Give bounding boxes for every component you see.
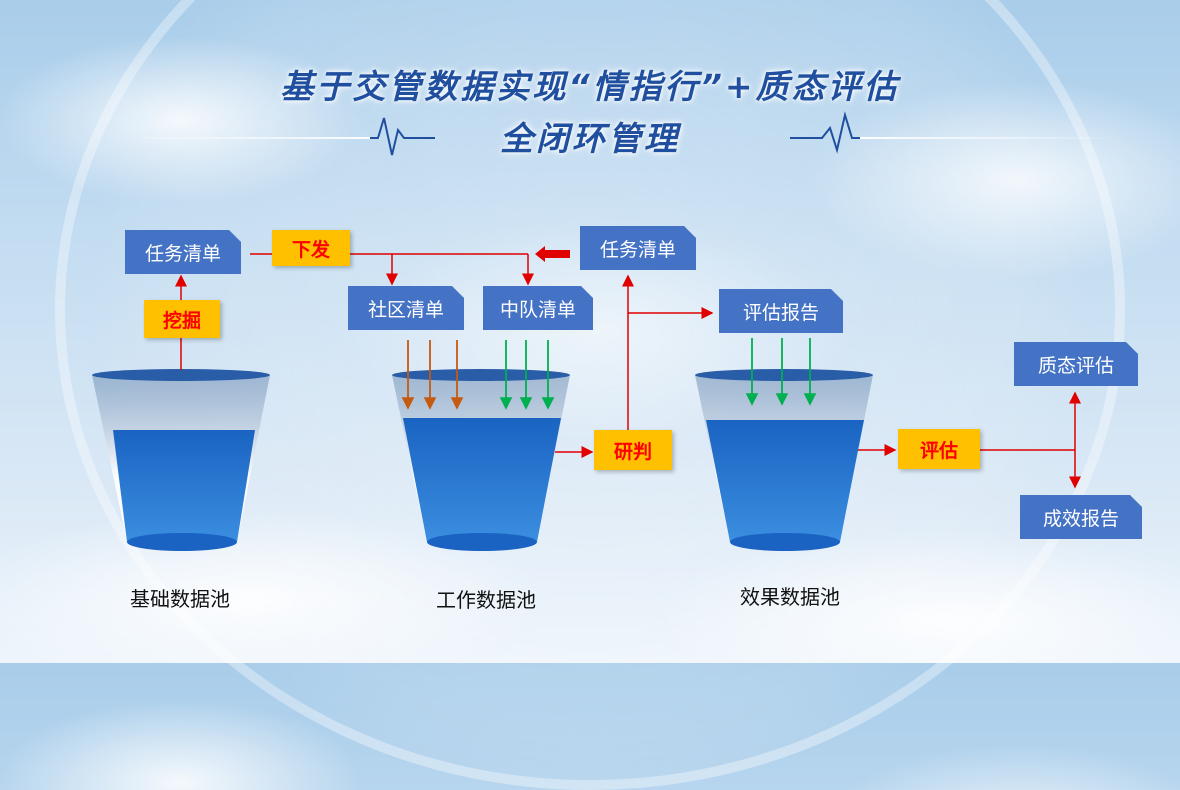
evaluate-tag: 评估 [898, 429, 980, 469]
effect-pool-label: 效果数据池 [740, 585, 840, 609]
issue-tag: 下发 [272, 230, 350, 266]
flow-diagram [92, 246, 1081, 551]
task-list-right-box: 任务清单 [580, 226, 696, 270]
pulse-wave-left [370, 117, 435, 156]
task-list-left-box: 任务清单 [125, 230, 241, 274]
work-pool-label: 工作数据池 [436, 588, 536, 612]
pulse-line-right [860, 137, 1120, 139]
work-data-pool [392, 369, 570, 551]
effect-report-box: 成效报告 [1020, 495, 1142, 539]
pulse-wave-right [790, 111, 862, 154]
page-title: 基于交管数据实现“情指行”+质态评估 [280, 67, 900, 106]
pulse-decoration [110, 111, 1120, 156]
squad-list-box: 中队清单 [483, 286, 593, 330]
arrow-thick-task [535, 246, 570, 262]
page-subtitle: 全闭环管理 [500, 119, 680, 158]
quality-eval-box: 质态评估 [1014, 342, 1138, 386]
judge-tag: 研判 [594, 430, 672, 470]
pulse-line-left [110, 137, 380, 139]
basic-pool-label: 基础数据池 [130, 587, 230, 611]
community-list-box: 社区清单 [348, 286, 464, 330]
eval-report-box: 评估报告 [719, 289, 843, 333]
basic-data-pool [92, 369, 270, 551]
effect-data-pool [695, 369, 873, 551]
mine-tag: 挖掘 [144, 300, 220, 338]
